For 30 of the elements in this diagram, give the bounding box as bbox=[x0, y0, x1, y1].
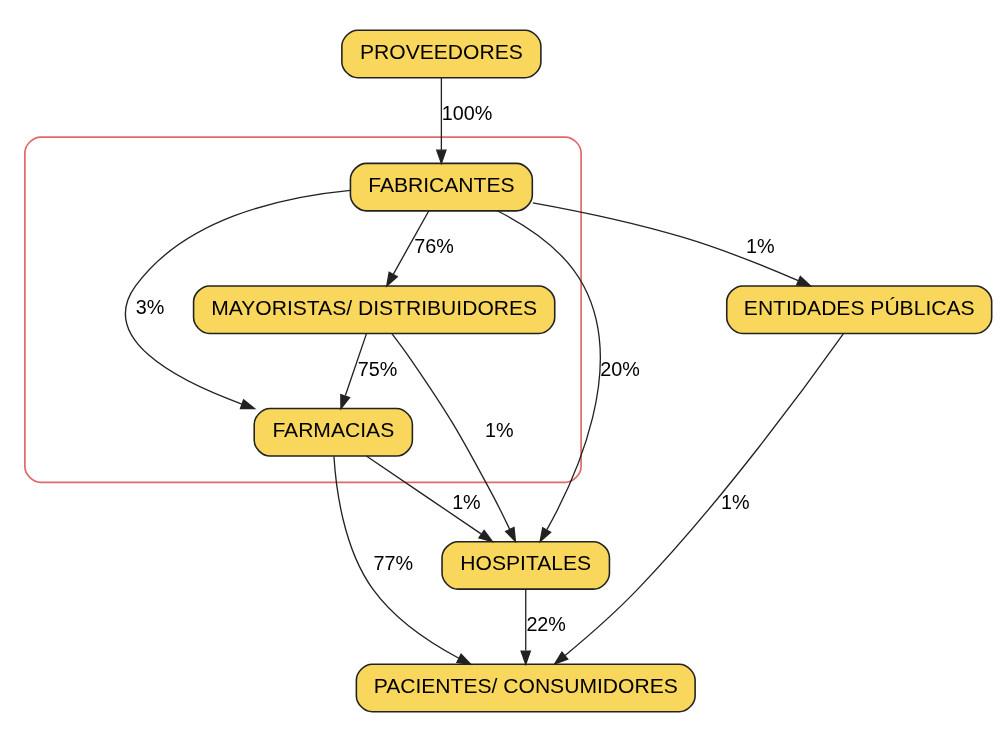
edge-label: 77% bbox=[372, 552, 413, 575]
node-box: FARMACIAS bbox=[252, 407, 413, 457]
arrow bbox=[531, 202, 812, 287]
edge-label: 1% bbox=[484, 418, 514, 441]
edge-label: 22% bbox=[525, 613, 566, 636]
node-box: HOSPITALES bbox=[440, 540, 610, 590]
edge-label: 100% bbox=[441, 101, 492, 124]
arrow bbox=[519, 588, 531, 667]
arrow bbox=[332, 455, 473, 666]
arrow bbox=[390, 332, 516, 544]
node-box: PROVEEDORES bbox=[340, 29, 542, 79]
edge-label: 1% bbox=[745, 235, 775, 258]
edge-label: 20% bbox=[599, 357, 640, 380]
edge-label: 3% bbox=[135, 296, 164, 319]
edge-label: 75% bbox=[357, 357, 397, 380]
cluster bbox=[23, 136, 582, 484]
arrow bbox=[124, 189, 351, 410]
arrow bbox=[496, 210, 601, 544]
node-box: FABRICANTES bbox=[349, 162, 533, 212]
arrow bbox=[435, 77, 447, 166]
node-box: PACIENTES/ CONSUMIDORES bbox=[355, 663, 696, 713]
node-box: MAYORISTAS/ DISTRIBUIDORES bbox=[192, 285, 556, 335]
edge-label: 1% bbox=[451, 490, 481, 513]
arrow bbox=[552, 333, 844, 666]
edge-label: 76% bbox=[413, 235, 454, 258]
node-box: ENTIDADES PÚBLICAS bbox=[725, 285, 992, 335]
arrow bbox=[365, 455, 494, 543]
arrow bbox=[385, 210, 429, 288]
edge-label: 1% bbox=[720, 490, 750, 513]
arrow bbox=[339, 332, 367, 411]
